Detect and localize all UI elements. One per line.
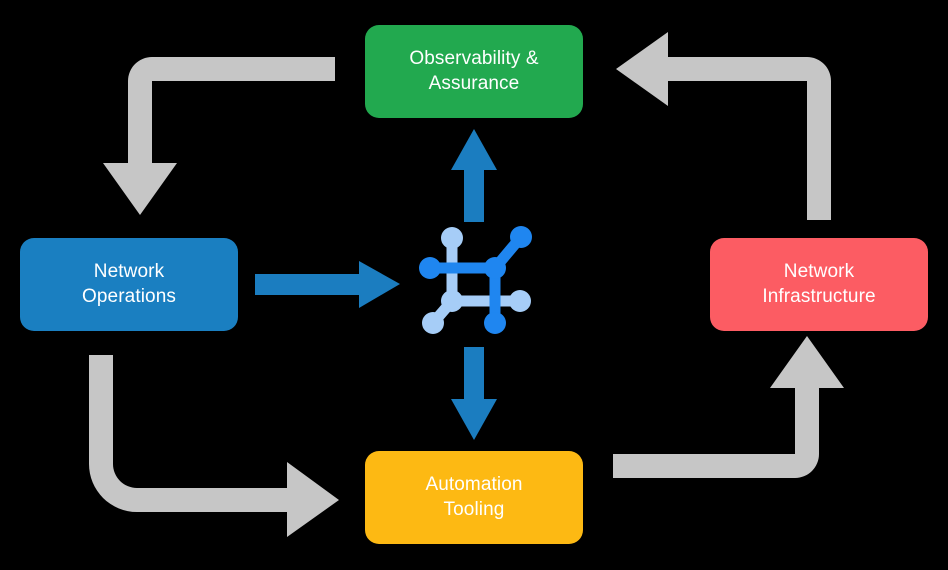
topology-nodes-secondary bbox=[422, 227, 531, 334]
node-box-observability[interactable]: Observability & Assurance bbox=[365, 25, 583, 118]
node-box-automation-tooling[interactable]: Automation Tooling bbox=[365, 451, 583, 544]
arrow-operations-to-automation bbox=[89, 355, 339, 537]
node-box-network-infrastructure[interactable]: Network Infrastructure bbox=[710, 238, 928, 331]
node-label-automation-tooling: Automation Tooling bbox=[425, 474, 523, 520]
node-label-observability: Observability & Assurance bbox=[409, 48, 539, 94]
arrow-center-to-observability bbox=[451, 129, 497, 222]
node-box-network-operations[interactable]: Network Operations bbox=[20, 238, 238, 331]
topology-nodes-primary bbox=[419, 226, 532, 334]
arrow-observability-to-operations bbox=[103, 57, 335, 215]
arrow-center-to-automation bbox=[451, 347, 497, 440]
arrow-operations-to-center bbox=[255, 261, 400, 308]
arrow-automation-to-infrastructure bbox=[613, 336, 844, 478]
arrow-infrastructure-to-observability bbox=[616, 32, 831, 220]
node-label-network-infrastructure: Network Infrastructure bbox=[762, 261, 876, 307]
network-topology-icon bbox=[419, 226, 532, 334]
node-label-network-operations: Network Operations bbox=[82, 261, 176, 307]
